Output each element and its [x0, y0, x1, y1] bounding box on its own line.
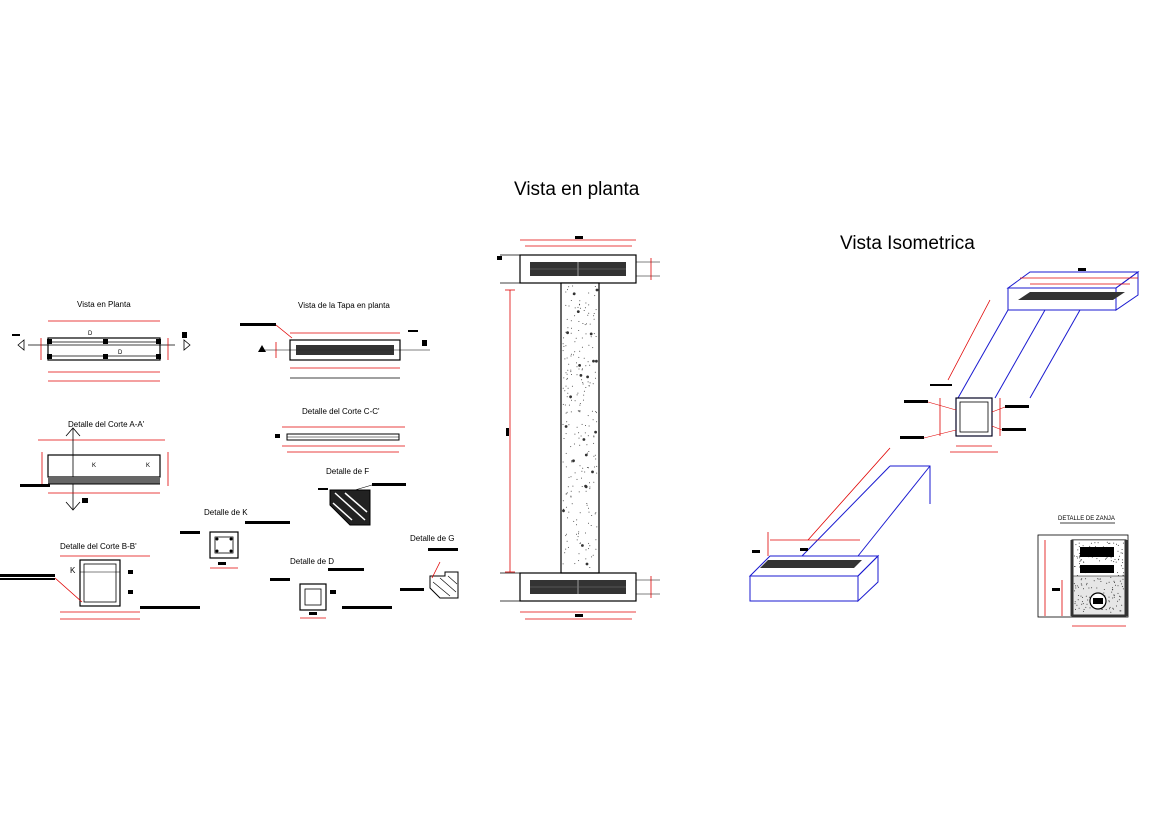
plan-detail: Vista en Planta D D: [12, 300, 191, 382]
section-aa-detail: Detalle del Corte A-A' K K: [20, 420, 169, 511]
plan-detail-title: Vista en Planta: [77, 300, 131, 309]
section-aa-marker-k-2: K: [146, 463, 150, 469]
plan-marker-d: D: [88, 331, 93, 337]
cover-plan-title: Vista de la Tapa en planta: [298, 301, 390, 310]
section-aa-marker-k: K: [92, 463, 96, 469]
channel-plan-view: [497, 236, 660, 620]
section-aa-title: Detalle del Corte A-A': [68, 420, 145, 429]
plan-view-title: Vista en planta: [514, 179, 640, 200]
detail-k: Detalle de K: [180, 508, 290, 569]
detail-d-title: Detalle de D: [290, 557, 334, 566]
section-cc-title: Detalle del Corte C-C': [302, 407, 380, 416]
detail-k-title: Detalle de K: [204, 508, 248, 517]
isometric-view: [748, 268, 1140, 603]
trench-detail: DETALLE DE ZANJA: [1037, 516, 1129, 627]
section-bb-detail: Detalle del Corte B-B' K: [0, 542, 200, 620]
detail-f-title: Detalle de F: [326, 467, 369, 476]
detail-g: Detalle de G: [400, 534, 459, 599]
cover-plan-detail: Vista de la Tapa en planta: [240, 301, 430, 379]
trench-detail-title: DETALLE DE ZANJA: [1058, 516, 1115, 522]
plan-marker-d-2: D: [118, 350, 123, 356]
section-bb-title: Detalle del Corte B-B': [60, 542, 137, 551]
detail-f: Detalle de F: [318, 467, 406, 526]
detail-d: Detalle de D: [270, 557, 392, 619]
section-cc-detail: Detalle del Corte C-C': [275, 407, 405, 453]
section-bb-marker-k: K: [70, 566, 76, 575]
concrete-hatch: [562, 285, 599, 568]
isometric-view-title: Vista Isometrica: [840, 233, 975, 254]
detail-g-title: Detalle de G: [410, 534, 454, 543]
trench-fill-hatch: [1073, 541, 1125, 613]
